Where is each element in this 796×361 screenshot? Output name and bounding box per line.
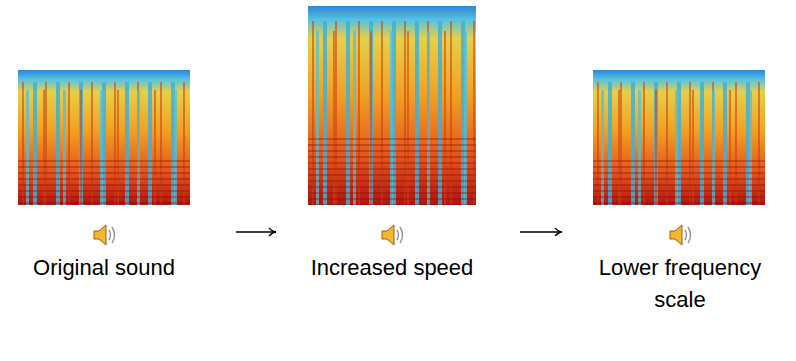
spectrogram — [308, 6, 476, 205]
spectrogram — [593, 70, 765, 205]
spectrogram — [18, 70, 190, 205]
speaker-icon — [378, 220, 408, 250]
speaker-icon — [90, 220, 120, 250]
panel-caption: Original sound — [0, 252, 209, 284]
panel-caption: Increased speed — [287, 252, 497, 284]
spectrogram-panel: Lower frequency scale — [562, 0, 796, 361]
arrow — [236, 228, 276, 236]
panel-caption: Lower frequency scale — [575, 252, 785, 316]
speaker-icon — [666, 220, 696, 250]
arrow — [520, 228, 562, 236]
spectrogram-panel: Original sound — [0, 0, 236, 361]
spectrogram-panel: Increased speed — [276, 0, 520, 361]
